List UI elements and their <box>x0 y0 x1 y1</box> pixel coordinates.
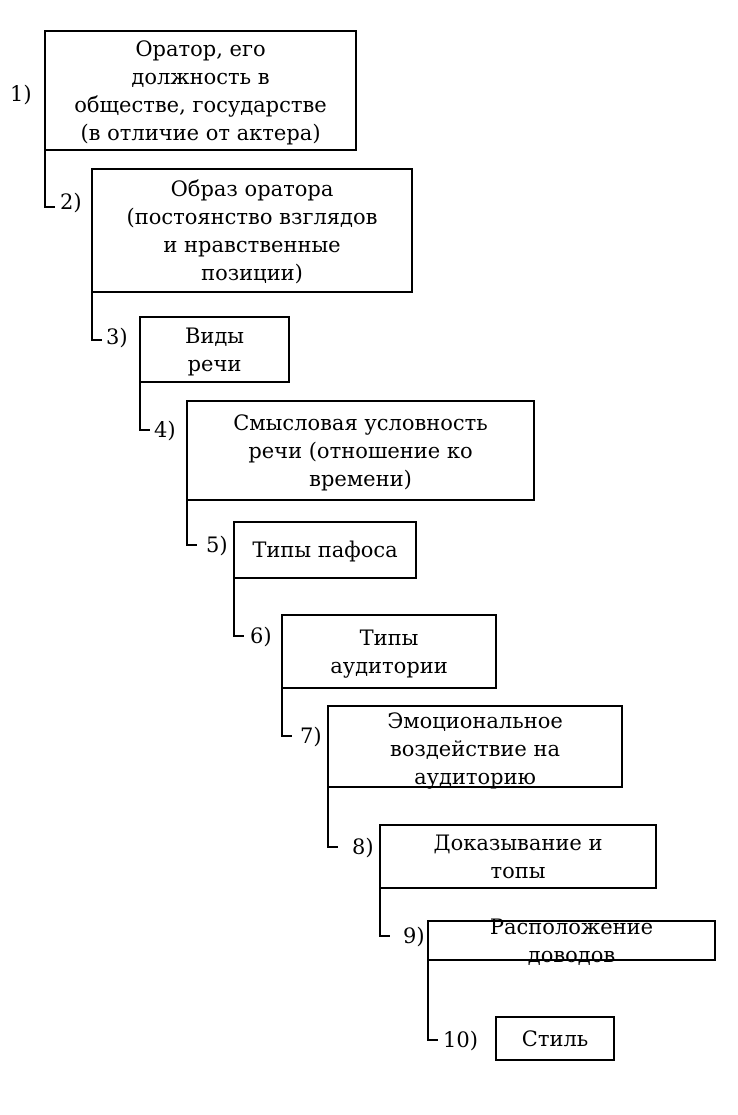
step-6-line-2: аудитории <box>330 653 448 678</box>
connector-6-7 <box>281 688 292 737</box>
step-box-1: Оратор, его должность в обществе, госуда… <box>44 30 357 151</box>
step-box-8: Доказывание и топы <box>379 824 657 889</box>
step-number-8: 8) <box>352 835 374 859</box>
step-number-4: 4) <box>154 418 176 442</box>
step-8-line-2: топы <box>490 858 546 883</box>
step-number-9: 9) <box>403 924 425 948</box>
step-number-1: 1) <box>10 82 32 106</box>
connector-3-4 <box>139 382 150 431</box>
step-number-6: 6) <box>250 624 272 648</box>
step-box-4: Смысловая условность речи (отношение ко … <box>186 400 535 501</box>
connector-4-5 <box>186 500 197 546</box>
step-box-5: Типы пафоса <box>233 521 417 579</box>
step-7-line-3: аудиторию <box>414 765 536 789</box>
step-box-2: Образ оратора (постоянство взглядов и нр… <box>91 168 413 293</box>
step-9-line-1: Расположение <box>489 914 654 939</box>
step-1-line-4: (в отличие от актера) <box>80 120 321 145</box>
step-10-line-1: Стиль <box>521 1026 589 1051</box>
step-box-6: Типы аудитории <box>281 614 497 689</box>
step-1-line-2: должность в <box>131 64 270 89</box>
connector-9-10 <box>427 960 438 1041</box>
step-box-7: Эмоциональное воздействие на аудиторию <box>327 705 623 789</box>
step-2-line-3: и нравственные <box>163 232 341 257</box>
step-4-line-3: времени) <box>309 466 412 491</box>
step-4-line-2: речи (отношение ко <box>248 438 473 463</box>
step-5-line-1: Типы пафоса <box>252 538 398 562</box>
connector-7-8 <box>327 787 338 848</box>
step-3-line-2: речи <box>187 351 242 376</box>
connector-2-3 <box>91 292 102 341</box>
step-box-9: Расположение доводов <box>427 915 716 967</box>
connector-8-9 <box>379 888 390 937</box>
step-4-line-1: Смысловая условность <box>233 410 488 435</box>
step-1-line-3: обществе, государстве <box>74 92 327 117</box>
step-2-line-2: (постоянство взглядов <box>126 204 378 229</box>
step-9-line-2: доводов <box>527 942 616 967</box>
step-number-5: 5) <box>206 533 228 557</box>
step-1-line-1: Оратор, его <box>135 36 266 61</box>
step-number-10: 10) <box>443 1028 478 1052</box>
step-3-line-1: Виды <box>184 323 245 348</box>
step-box-3: Виды речи <box>139 316 290 383</box>
step-2-line-4: позиции) <box>201 260 303 285</box>
step-7-line-1: Эмоциональное <box>387 709 563 733</box>
step-8-line-1: Доказывание и <box>433 830 603 855</box>
step-7-line-2: воздействие на <box>389 737 561 761</box>
step-number-3: 3) <box>106 325 128 349</box>
step-number-2: 2) <box>60 190 82 214</box>
connector-1-2 <box>44 150 55 208</box>
step-number-7: 7) <box>300 724 322 748</box>
step-2-line-1: Образ оратора <box>170 176 334 201</box>
step-6-line-1: Типы <box>359 625 419 650</box>
connector-5-6 <box>233 578 244 637</box>
step-box-10: Стиль <box>495 1016 615 1061</box>
